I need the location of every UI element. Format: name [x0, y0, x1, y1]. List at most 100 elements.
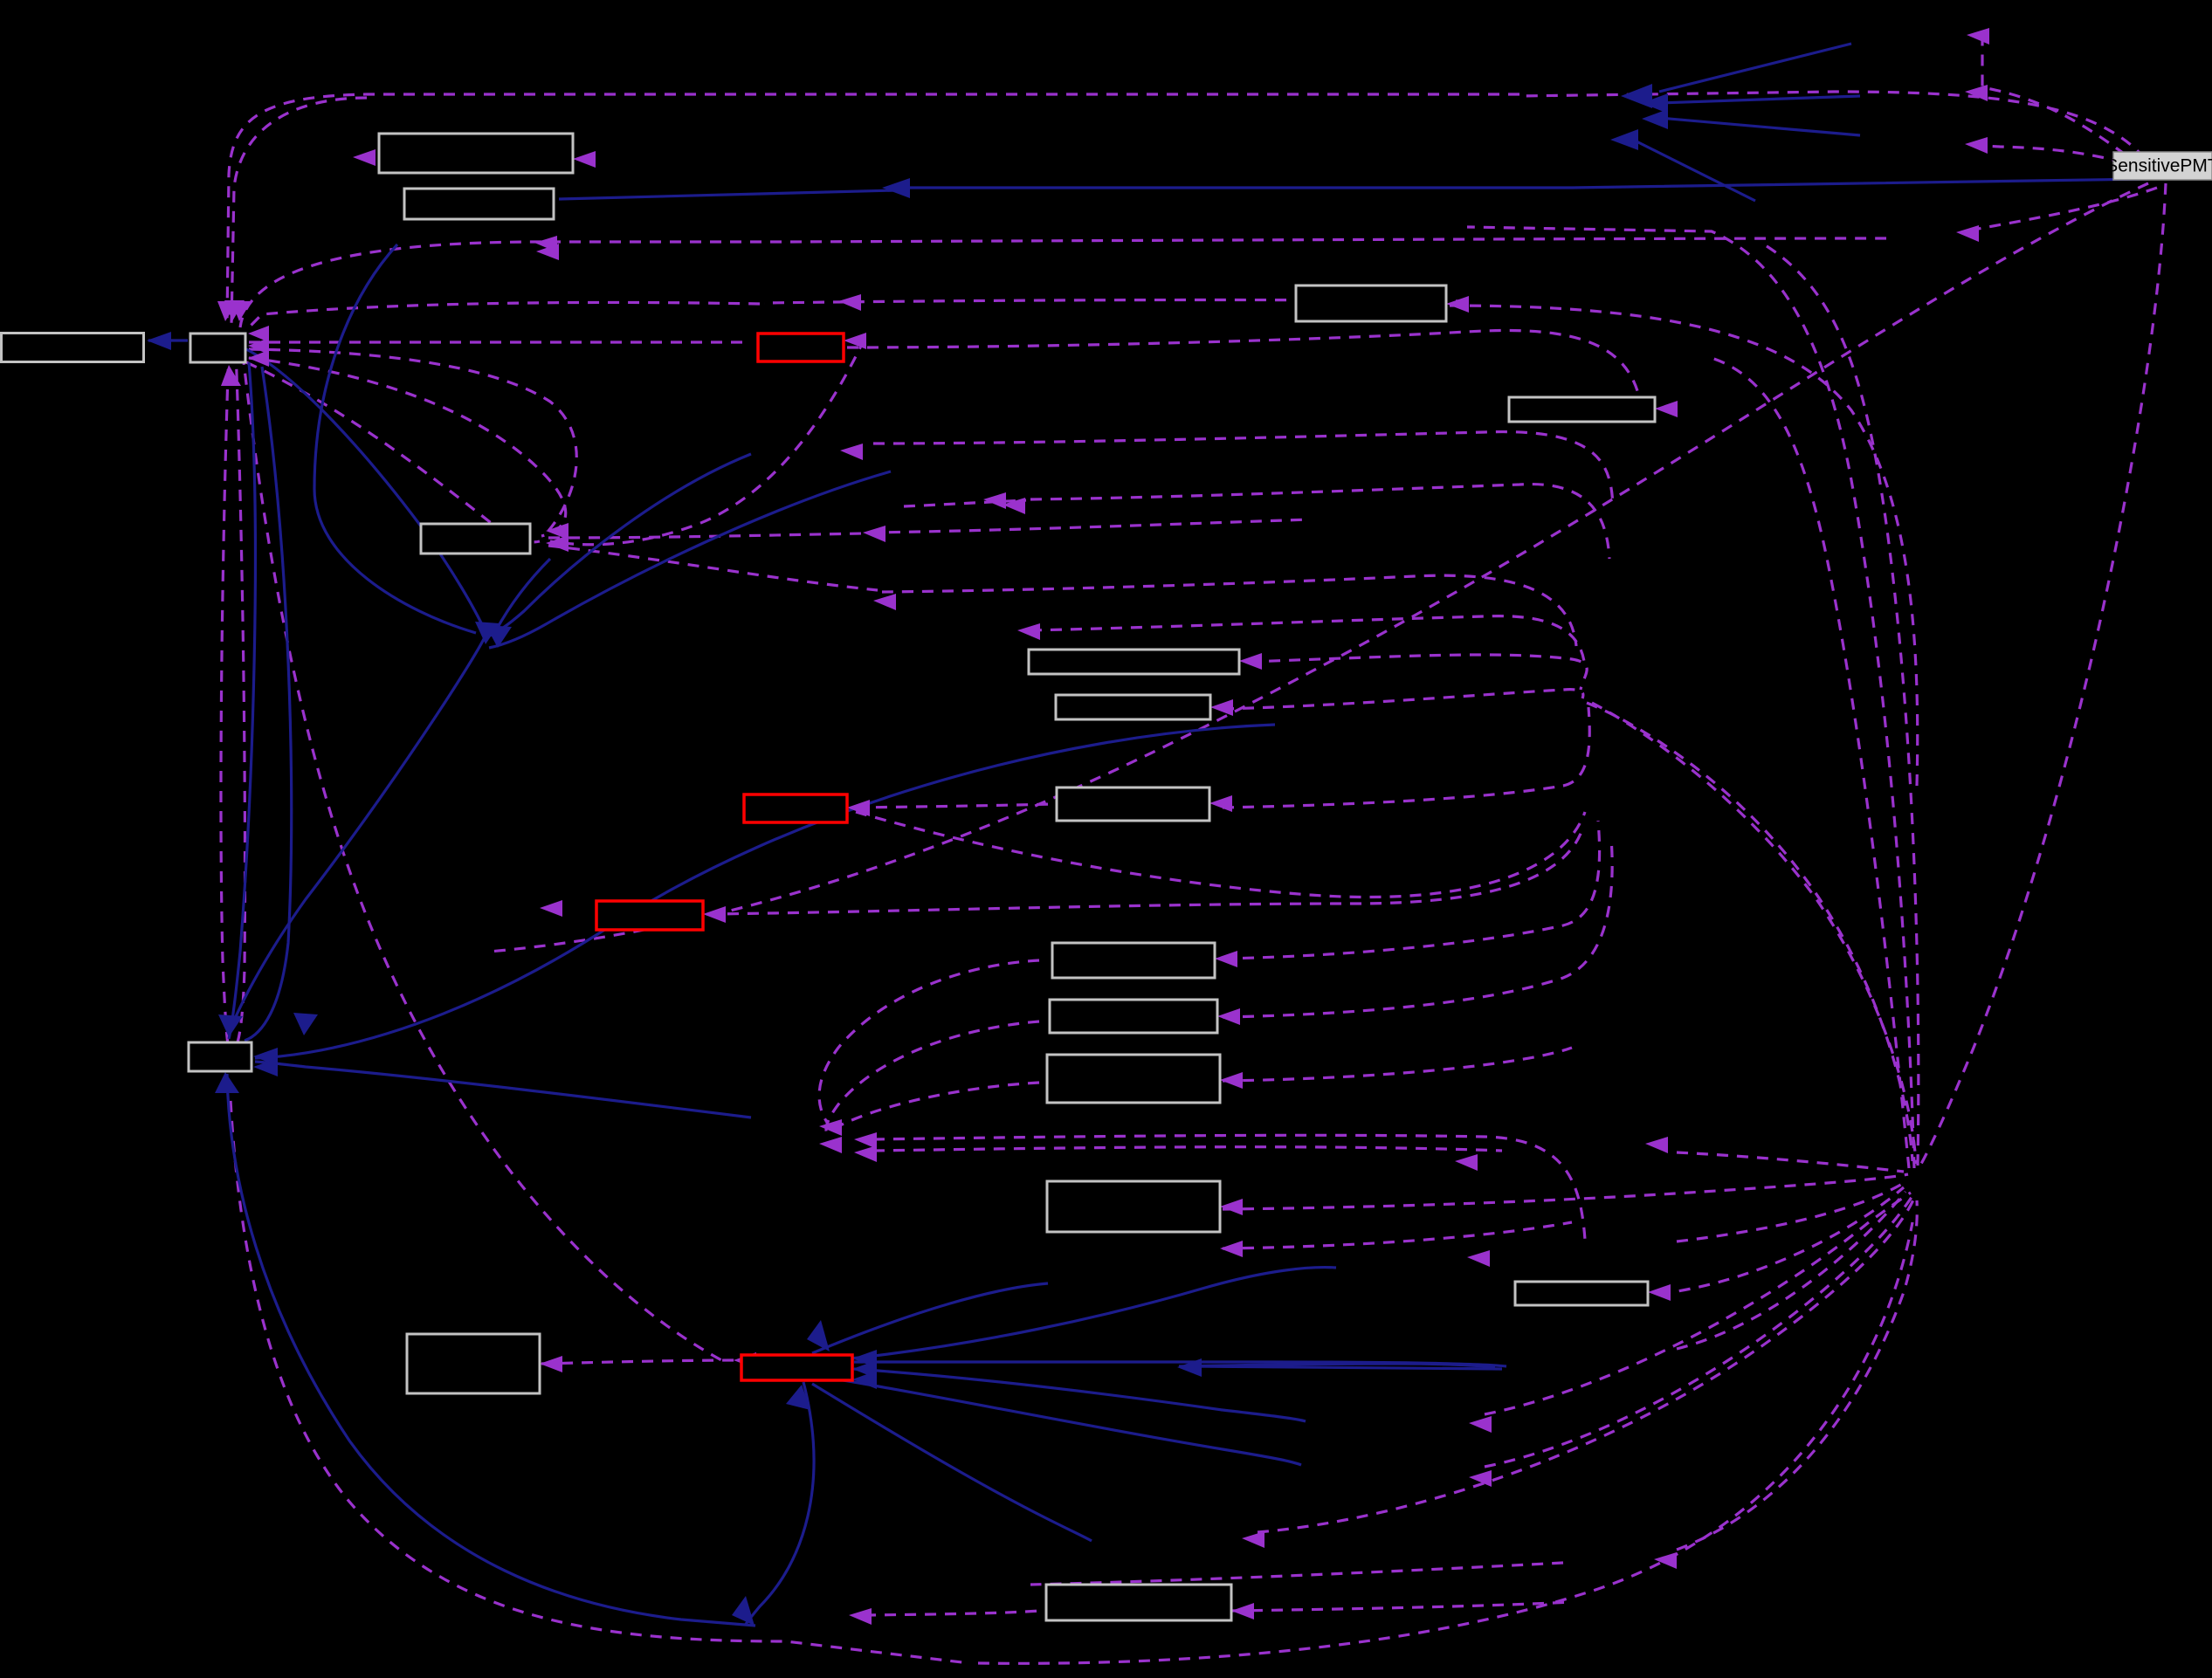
node-n04[interactable] — [403, 187, 555, 221]
edge-dashed — [1222, 1221, 1573, 1250]
edge-dashed — [1449, 304, 1919, 787]
node-rect[interactable] — [742, 793, 849, 824]
node-n02[interactable] — [189, 332, 247, 364]
edge-dashed — [1222, 688, 1585, 711]
edge-solid — [245, 347, 486, 631]
node-n09[interactable] — [742, 793, 849, 824]
edge-dashed — [977, 1221, 1914, 1665]
node-rect[interactable] — [419, 522, 532, 555]
edge-solid — [811, 1282, 1049, 1355]
node-rect[interactable] — [405, 1332, 541, 1395]
edge-dashed — [837, 1081, 1040, 1128]
edge-dashed — [1676, 1190, 1907, 1351]
node-rect[interactable] — [1054, 693, 1212, 721]
edge-dashed — [817, 959, 1040, 1127]
node-rect[interactable] — [595, 899, 705, 932]
node-rect[interactable] — [1055, 786, 1211, 822]
node-rect[interactable] — [377, 132, 575, 175]
node-n20[interactable] — [1045, 1179, 1222, 1234]
node-n21[interactable] — [1513, 1280, 1650, 1307]
edge-solid — [1658, 94, 1861, 105]
node-n05[interactable] — [419, 522, 532, 555]
edge-solid — [851, 1266, 1337, 1360]
node-rect[interactable] — [1294, 284, 1448, 323]
edge-dashed — [881, 574, 1578, 647]
node-n16[interactable] — [1055, 786, 1211, 822]
node-rect[interactable] — [2112, 151, 2212, 181]
edge-dashed — [1222, 706, 1591, 809]
node-rect[interactable] — [0, 332, 145, 363]
node-n14[interactable] — [1027, 648, 1241, 676]
node-n17[interactable] — [1051, 941, 1216, 980]
edge-dashed — [1676, 1181, 1905, 1243]
node-n13[interactable] — [1507, 395, 1657, 423]
node-n11[interactable] — [740, 1353, 854, 1382]
edge-dashed — [549, 338, 866, 547]
node-n22[interactable] — [1044, 1583, 1233, 1622]
solid-arrowhead-group — [147, 84, 1668, 1626]
node-rect[interactable] — [1045, 1179, 1222, 1234]
edge-dashed — [1916, 182, 2167, 1171]
edge-solid — [899, 177, 2149, 189]
node-n10[interactable] — [595, 899, 705, 932]
edge-dashed — [1248, 653, 1588, 691]
edge-dashed — [1257, 1197, 1916, 1534]
node-n18[interactable] — [1048, 998, 1219, 1035]
edge-dashed — [541, 1358, 739, 1365]
node-n01[interactable] — [0, 332, 145, 363]
node-n06[interactable] — [187, 1041, 253, 1073]
node-n08[interactable] — [756, 332, 845, 363]
edge-solid — [1658, 116, 1861, 137]
node-sensitivepmt[interactable]: SensitivePMT — [2105, 151, 2212, 181]
edge-dashed — [1222, 1046, 1573, 1083]
edge-dashed — [230, 96, 368, 326]
edge-solid — [558, 189, 896, 201]
edge-dashed — [1519, 90, 2159, 175]
node-n07[interactable] — [405, 1332, 541, 1395]
node-n03[interactable] — [377, 132, 575, 175]
node-rect[interactable] — [1048, 998, 1219, 1035]
node-rect[interactable] — [756, 332, 845, 363]
edge-dashed — [1676, 1151, 1905, 1173]
edge-solid — [494, 557, 552, 631]
edge-solid — [244, 366, 293, 1042]
edge-dashed — [541, 237, 1887, 244]
edge-solid — [837, 1378, 1302, 1467]
edge-dashed — [1964, 186, 2158, 233]
node-n12[interactable] — [1294, 284, 1448, 323]
edge-dashed — [245, 300, 761, 332]
node-rect[interactable] — [1513, 1280, 1650, 1307]
edge-dashed — [1222, 1173, 1909, 1211]
node-rect[interactable] — [740, 1353, 854, 1382]
node-rect[interactable] — [1051, 941, 1216, 980]
edge-dashed — [1030, 615, 1587, 669]
edge-dashed — [903, 499, 1027, 508]
node-rect[interactable] — [1027, 648, 1241, 676]
edge-solid — [313, 243, 477, 635]
edge-dashed — [1981, 144, 2162, 176]
node-n19[interactable] — [1045, 1053, 1222, 1104]
node-group: SensitivePMT — [0, 132, 2212, 1622]
edge-dashed — [248, 347, 578, 533]
edge-dashed — [227, 1060, 970, 1665]
node-rect[interactable] — [1045, 1053, 1222, 1104]
node-rect[interactable] — [1044, 1583, 1233, 1622]
edge-solid — [225, 1073, 756, 1627]
node-n15[interactable] — [1054, 693, 1212, 721]
edge-dashed — [1230, 1600, 1573, 1613]
node-rect[interactable] — [187, 1041, 253, 1073]
node-rect[interactable] — [1507, 395, 1657, 423]
edge-solid — [227, 361, 258, 1040]
node-rect[interactable] — [189, 332, 247, 364]
edge-solid — [853, 1367, 1306, 1423]
edge-dashed — [872, 1145, 1503, 1152]
node-rect[interactable] — [403, 187, 555, 221]
edge-solid — [1178, 1362, 1496, 1369]
edge-dashed — [1711, 356, 1911, 1169]
edge-dashed — [1484, 1195, 1914, 1468]
edge-dashed — [872, 430, 1615, 507]
edge-solid — [227, 636, 486, 1035]
